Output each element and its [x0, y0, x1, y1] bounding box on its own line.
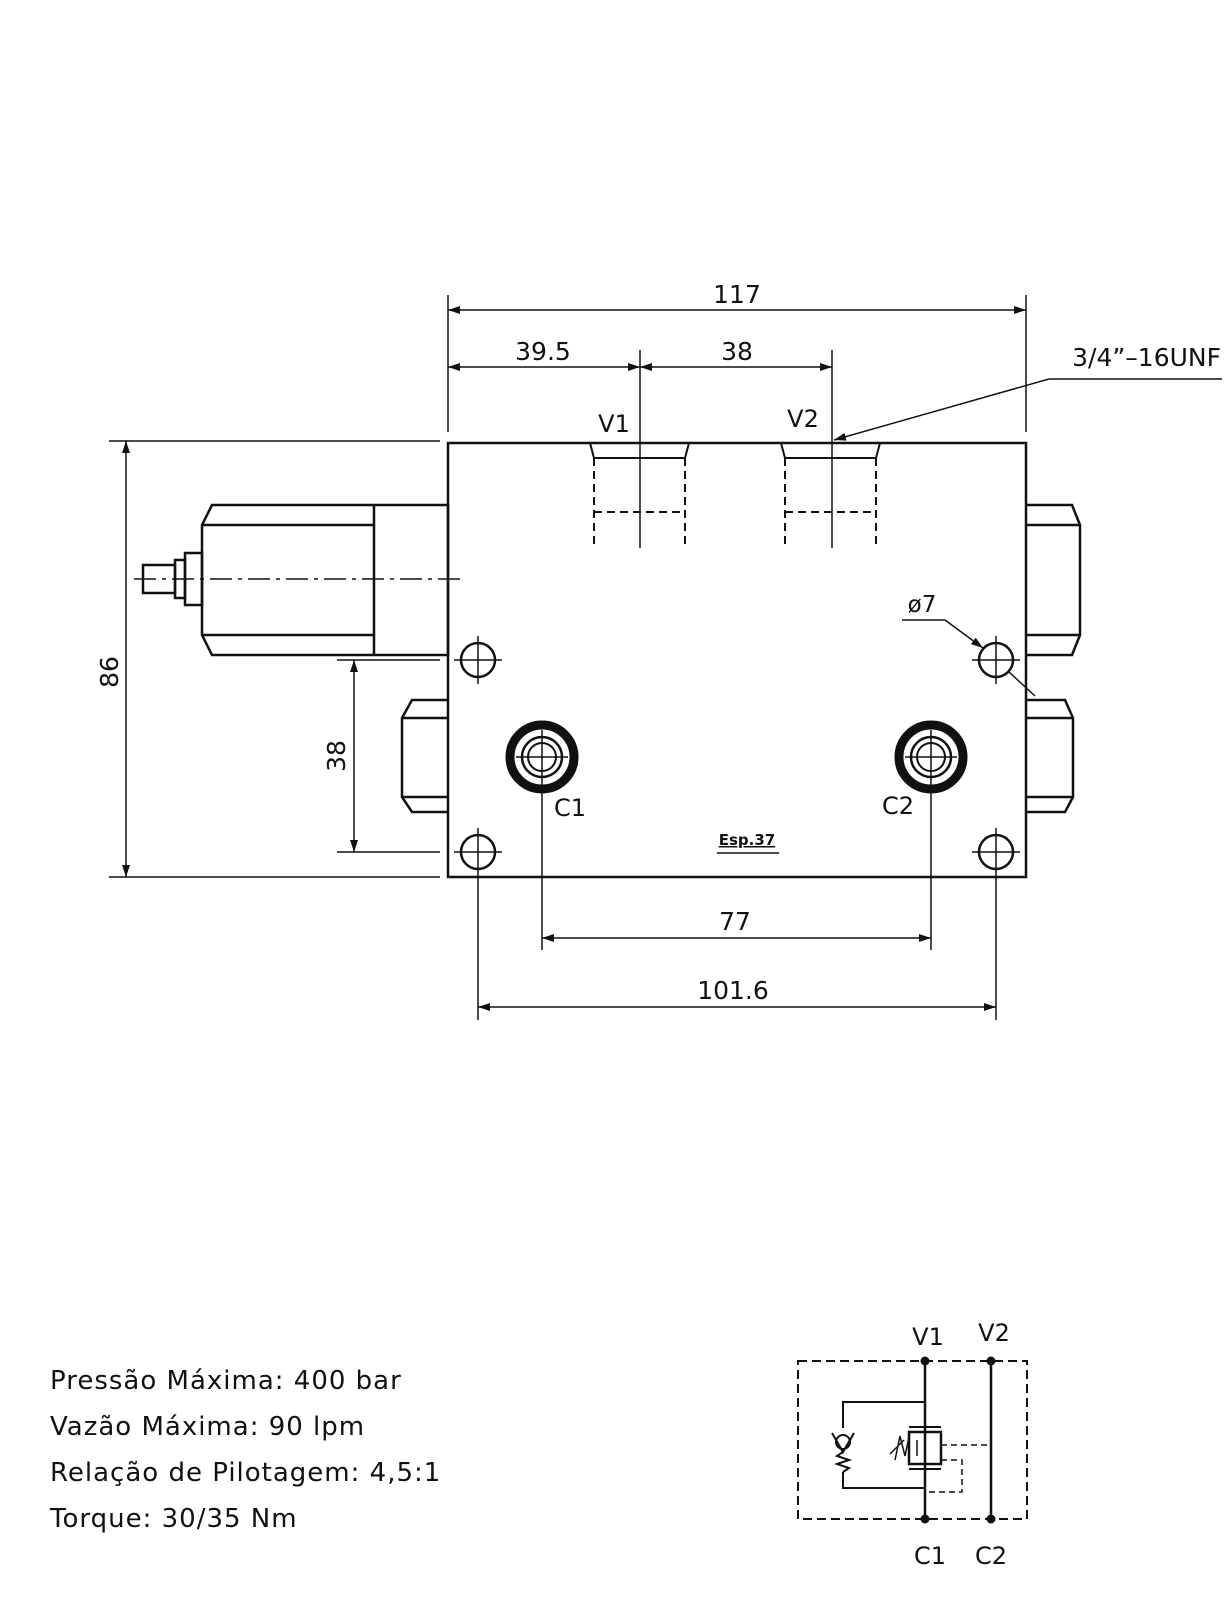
dim-mount-hole-spacing: 101.6 [697, 976, 769, 1005]
dim-overall-width: 117 [713, 280, 761, 309]
right-upper-hex [1026, 503, 1082, 657]
specifications-block: Pressão Máxima: 400 bar Vazão Máxima: 90… [50, 1358, 441, 1542]
right-lower-hex [1026, 698, 1075, 814]
dim-v1-offset: 39.5 [515, 337, 571, 366]
v-ports-hidden [589, 350, 881, 548]
schematic-label-c1: C1 [914, 1542, 946, 1570]
port-label-c1: C1 [554, 794, 586, 822]
spec-torque: Torque: 30/35 Nm [50, 1504, 298, 1534]
schematic-label-v1: V1 [912, 1323, 944, 1351]
c-ports [505, 720, 968, 950]
schematic-label-c2: C2 [975, 1542, 1007, 1570]
hydraulic-schematic [797, 1356, 1028, 1524]
hole-diameter-callout: ø7 [908, 592, 937, 618]
port-label-v2: V2 [787, 405, 819, 433]
port-label-v1: V1 [598, 410, 630, 438]
schematic-label-v2: V2 [978, 1319, 1010, 1347]
thread-callout: 3/4”–16UNF [1072, 343, 1221, 372]
left-lower-hex [400, 698, 448, 814]
port-label-c2: C2 [882, 792, 914, 820]
valve-body [446, 441, 1028, 879]
left-cartridge [134, 503, 460, 657]
dimension-lines [109, 295, 1222, 1011]
dim-c-port-height: 38 [322, 740, 351, 772]
spec-pilot-ratio: Relação de Pilotagem: 4,5:1 [50, 1458, 442, 1488]
thickness-callout: Esp.37 [719, 831, 775, 849]
dim-c-port-spacing: 77 [719, 907, 751, 936]
dim-port-spacing: 38 [721, 337, 753, 366]
dim-overall-height: 86 [95, 656, 124, 688]
spec-max-flow: Vazão Máxima: 90 lpm [50, 1412, 366, 1442]
spec-max-pressure: Pressão Máxima: 400 bar [50, 1366, 402, 1396]
mounting-holes [454, 636, 1020, 1020]
